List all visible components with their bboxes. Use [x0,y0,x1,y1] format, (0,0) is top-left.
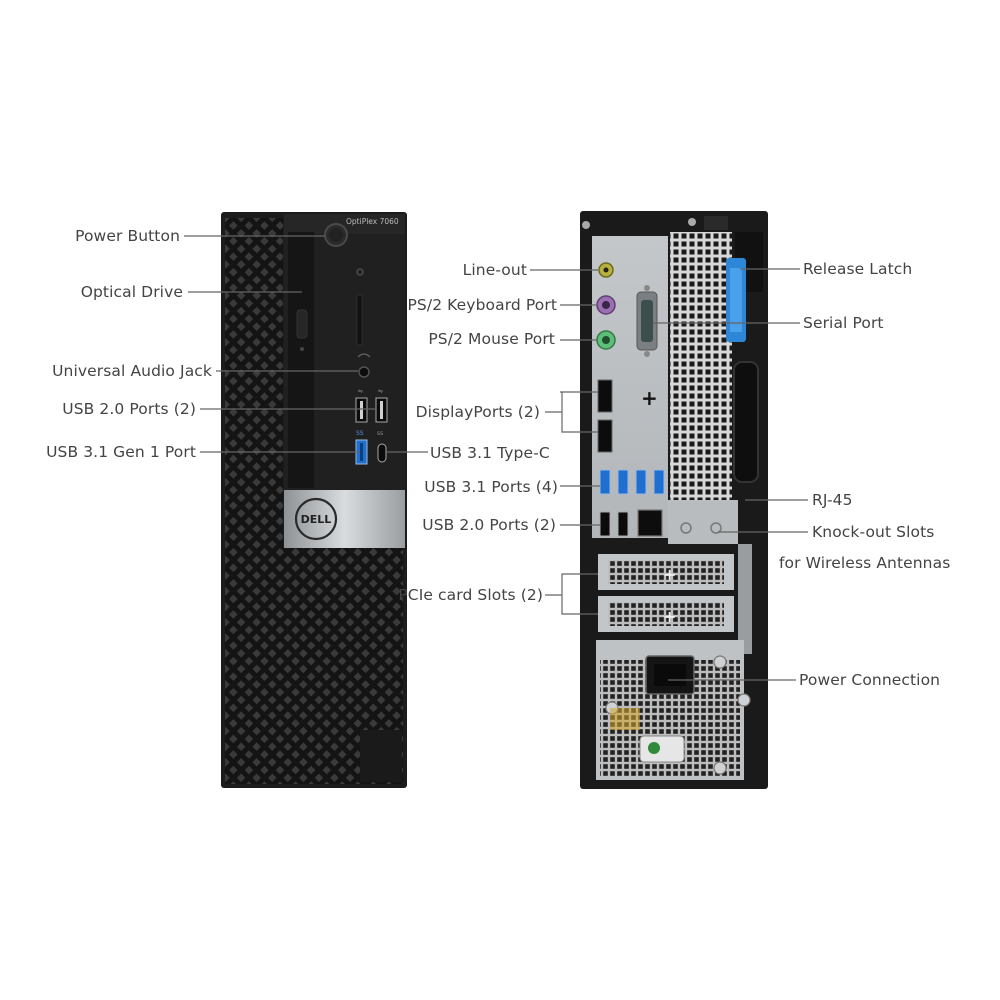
power-connector [645,655,695,695]
label-usb20-front: USB 2.0 Ports (2) [62,400,196,418]
svg-text:+: + [663,565,676,584]
label-optical-drive: Optical Drive [80,283,183,301]
model-label: OptiPlex 7060 [346,217,399,226]
svg-text:+: + [663,607,676,626]
label-rj45: RJ-45 [812,491,853,509]
usb3-ports-rear [599,469,665,495]
usb2-ports-front: ⇋ ⇋ [355,388,388,423]
power-button[interactable] [324,223,348,247]
hdd-activity-icon [356,268,364,276]
label-usb20-rear: USB 2.0 Ports (2) [422,516,556,534]
displayports [597,379,613,453]
usb-icon: ⇋ [378,388,383,395]
card-slot [356,294,363,346]
pcie-slots: + + [598,554,734,632]
rear-chassis: + [580,211,768,789]
leader-lines [184,235,808,681]
label-usb31-rear: USB 3.1 Ports (4) [424,478,558,496]
usb2-ports-rear [599,511,629,537]
usb-icon: ss [377,430,383,437]
label-displayports: DisplayPorts (2) [415,403,540,421]
side-handle [733,361,759,483]
psu-led-icon [648,742,660,754]
label-power-connection: Power Connection [799,671,941,689]
front-mesh-left [225,218,283,492]
usb3-icon: SS [356,430,364,437]
knockout-slots [668,500,738,544]
label-usb31-gen1: USB 3.1 Gen 1 Port [46,443,196,461]
front-badge [284,490,405,548]
label-release-latch: Release Latch [803,260,913,278]
label-pcie: PCIe card Slots (2) [398,586,543,604]
dell-logo-text: DELL [301,513,332,526]
headset-icon [357,353,371,358]
label-serial-port: Serial Port [803,314,884,332]
plus-icon: + [641,386,658,410]
usb3-ports-front: SS ss [355,430,387,465]
label-power-button: Power Button [75,227,180,245]
serial-port [636,285,658,357]
front-chassis: ⇋ ⇋ SS ss [221,212,407,788]
rj45-port [637,509,663,537]
label-line-out: Line-out [462,261,527,279]
rear-vent-grid [670,232,732,500]
usb-icon: ⇋ [358,388,363,395]
label-usb31-typec: USB 3.1 Type-C [430,444,550,462]
label-audio-jack: Universal Audio Jack [52,362,212,380]
audio-jack [357,353,371,378]
label-knockout-1: Knock-out Slots [812,523,935,541]
dell-logo [294,497,338,541]
label-knockout-2: for Wireless Antennas [779,554,951,572]
optical-drive [288,232,314,488]
label-ps2-mouse: PS/2 Mouse Port [428,330,555,348]
label-ps2-keyboard: PS/2 Keyboard Port [407,296,557,314]
